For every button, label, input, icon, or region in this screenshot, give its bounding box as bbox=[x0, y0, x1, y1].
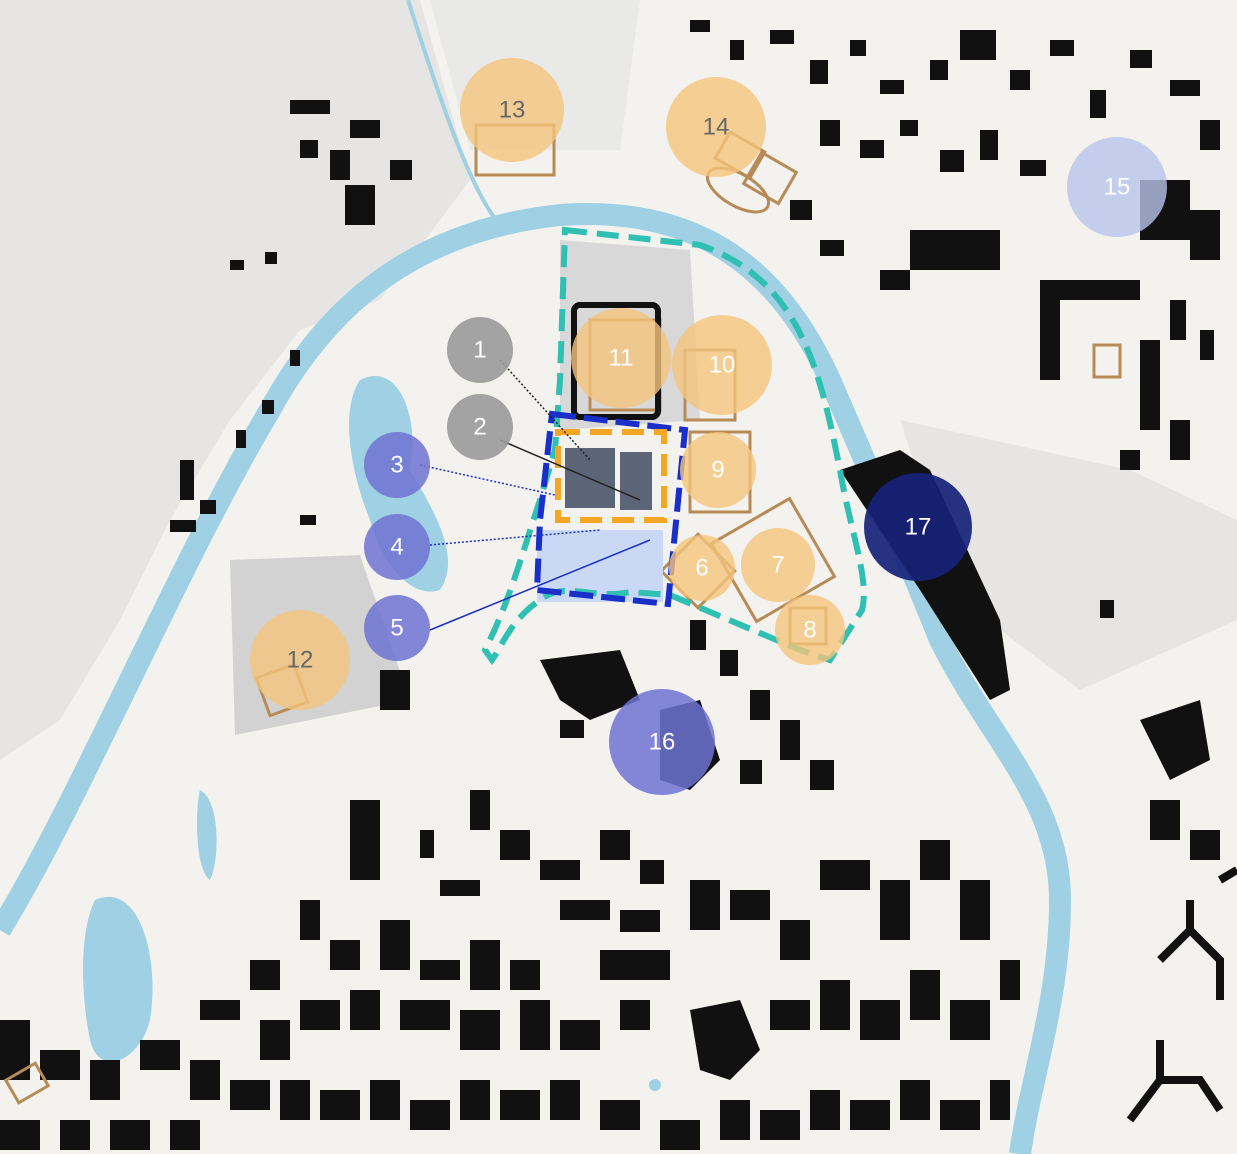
marker-circle bbox=[250, 610, 350, 710]
map-marker-12[interactable]: 12 bbox=[250, 610, 350, 710]
marker-circle bbox=[680, 432, 756, 508]
marker-label: 4 bbox=[390, 534, 403, 561]
marker-circle bbox=[666, 77, 766, 177]
marker-label: 8 bbox=[803, 617, 816, 644]
map-marker-15[interactable]: 15 bbox=[1067, 137, 1167, 237]
marker-circle bbox=[447, 394, 513, 460]
marker-circle bbox=[364, 432, 430, 498]
map-marker-8[interactable]: 8 bbox=[775, 595, 845, 665]
marker-label: 1 bbox=[473, 337, 486, 364]
marker-label: 9 bbox=[711, 457, 724, 484]
marker-label: 17 bbox=[905, 514, 932, 541]
marker-circle bbox=[571, 308, 671, 408]
map-marker-17[interactable]: 17 bbox=[864, 473, 972, 581]
marker-label: 2 bbox=[473, 414, 486, 441]
marker-circle bbox=[669, 535, 735, 601]
map-marker-7[interactable]: 7 bbox=[741, 528, 815, 602]
marker-label: 13 bbox=[499, 97, 526, 124]
marker-circle bbox=[609, 689, 715, 795]
central-complex-buildings bbox=[565, 448, 652, 510]
river-branch bbox=[406, 0, 502, 227]
blue-boundary bbox=[533, 410, 689, 608]
marker-circle bbox=[864, 473, 972, 581]
marker-label: 11 bbox=[609, 345, 634, 372]
marker-label: 7 bbox=[771, 552, 784, 579]
marker-circle bbox=[447, 317, 513, 383]
marker-circle bbox=[672, 315, 772, 415]
map-marker-14[interactable]: 14 bbox=[666, 77, 766, 177]
map-marker-16[interactable]: 16 bbox=[609, 689, 715, 795]
marker-label: 10 bbox=[709, 352, 736, 379]
marker-circle bbox=[364, 595, 430, 661]
orange-boundary bbox=[555, 429, 667, 523]
marker-label: 5 bbox=[390, 615, 403, 642]
map-marker-5[interactable]: 5 bbox=[364, 595, 430, 661]
teal-boundary bbox=[481, 226, 867, 666]
map-marker-9[interactable]: 9 bbox=[680, 432, 756, 508]
marker-circle bbox=[460, 58, 564, 162]
marker-label: 14 bbox=[703, 114, 730, 141]
marker-label: 12 bbox=[287, 647, 314, 674]
map-marker-2[interactable]: 2 bbox=[447, 394, 513, 460]
buildings bbox=[0, 20, 1220, 1150]
marker-label: 6 bbox=[695, 555, 708, 582]
map-marker-13[interactable]: 13 bbox=[460, 58, 564, 162]
map-marker-11[interactable]: 11 bbox=[571, 308, 671, 408]
marker-label: 15 bbox=[1104, 174, 1131, 201]
marker-circle bbox=[775, 595, 845, 665]
hex-lattice bbox=[1126, 866, 1237, 1123]
marker-circle bbox=[364, 514, 430, 580]
marker-circle bbox=[741, 528, 815, 602]
map-marker-4[interactable]: 4 bbox=[364, 514, 430, 580]
map-marker-3[interactable]: 3 bbox=[364, 432, 430, 498]
leader-lines bbox=[419, 359, 651, 631]
marker-label: 16 bbox=[649, 729, 676, 756]
marker-circle bbox=[1067, 137, 1167, 237]
map-marker-10[interactable]: 10 bbox=[672, 315, 772, 415]
map-marker-6[interactable]: 6 bbox=[669, 535, 735, 601]
map-marker-1[interactable]: 1 bbox=[447, 317, 513, 383]
marker-label: 3 bbox=[390, 452, 403, 479]
